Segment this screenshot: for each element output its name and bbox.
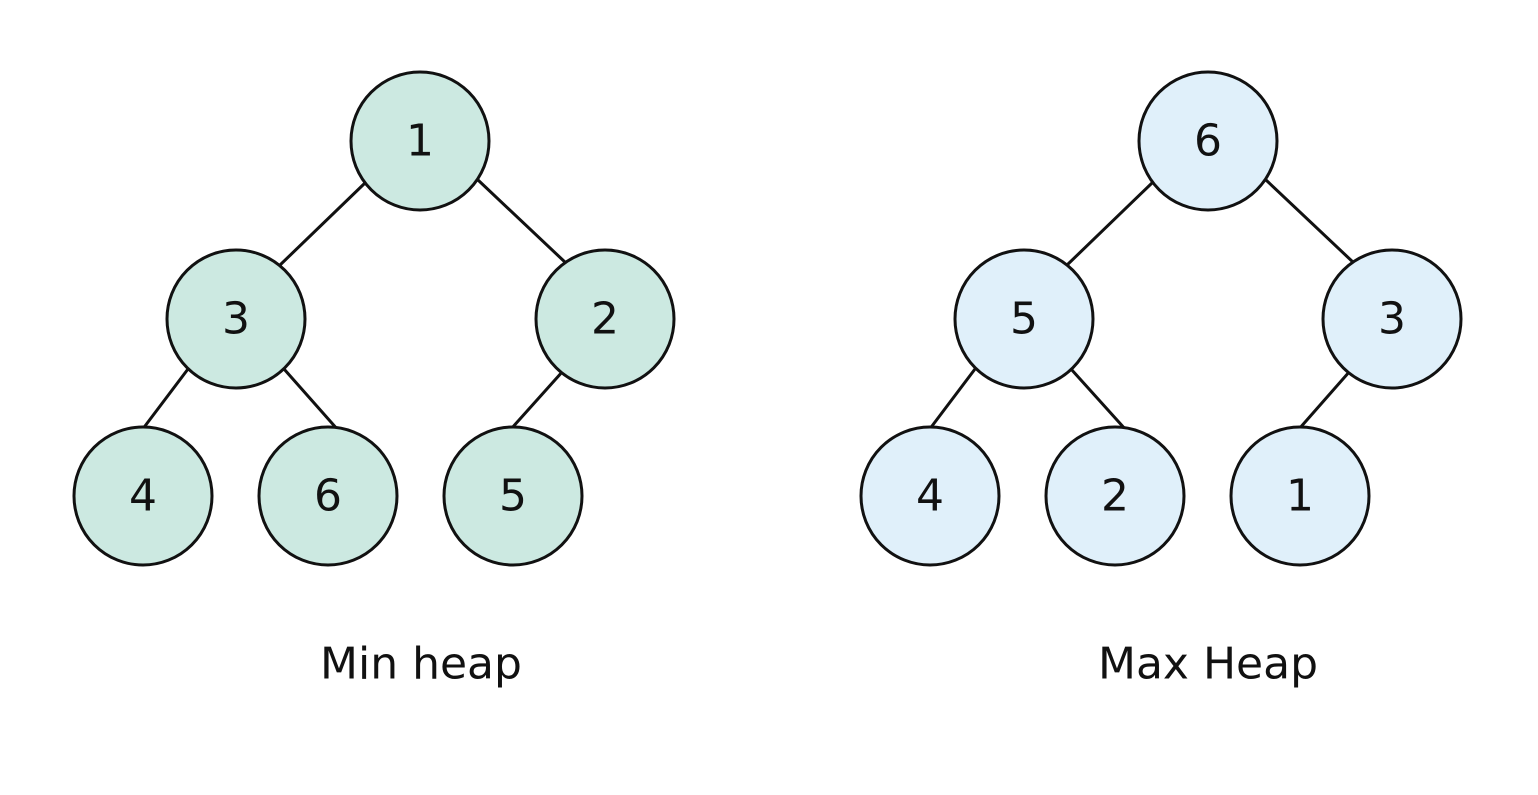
min-heap-edges	[140, 178, 569, 432]
max-heap-node: 2	[1044, 425, 1186, 567]
min-heap-node-circle	[534, 248, 676, 390]
max-heap-node-circle	[1321, 248, 1463, 390]
max-heap-caption: Max Heap	[1098, 639, 1318, 690]
min-heap-node-label: 2	[591, 294, 619, 345]
max-heap-edge-2-5	[1297, 369, 1352, 431]
max-heap-node-label: 3	[1378, 294, 1406, 345]
max-heap-node: 3	[1321, 248, 1463, 390]
min-heap-caption: Min heap	[320, 639, 522, 690]
min-heap-node: 6	[257, 425, 399, 567]
min-heap-node-label: 3	[222, 294, 250, 345]
min-heap-tree: 1 3 2 4 6 5 Min heap	[72, 70, 676, 690]
min-heap-node-circle	[72, 425, 214, 567]
min-heap-edge-0-2	[476, 178, 569, 266]
max-heap-node-circle	[859, 425, 1001, 567]
max-heap-node: 6	[1137, 70, 1279, 212]
max-heap-node-circle	[1229, 425, 1371, 567]
max-heap-tree: 6 5 3 4 2 1 Max Heap	[859, 70, 1463, 690]
min-heap-edge-1-4	[282, 367, 340, 432]
max-heap-node-label: 6	[1194, 116, 1222, 167]
max-heap-edge-1-3	[927, 367, 977, 432]
max-heap-node: 5	[953, 248, 1095, 390]
min-heap-node-circle	[349, 70, 491, 212]
max-heap-node-circle	[953, 248, 1095, 390]
min-heap-node-label: 6	[314, 471, 342, 522]
min-heap-node: 5	[442, 425, 584, 567]
max-heap-node-circle	[1137, 70, 1279, 212]
min-heap-node: 2	[534, 248, 676, 390]
max-heap-edges	[927, 178, 1357, 432]
min-heap-node-label: 4	[129, 471, 157, 522]
min-heap-node: 3	[165, 248, 307, 390]
min-heap-edge-0-1	[277, 181, 367, 268]
min-heap-node-label: 5	[499, 471, 527, 522]
min-heap-node-circle	[442, 425, 584, 567]
min-heap-node-circle	[165, 248, 307, 390]
max-heap-node: 4	[859, 425, 1001, 567]
min-heap-node: 4	[72, 425, 214, 567]
min-heap-edge-2-5	[509, 369, 565, 431]
min-heap-node: 1	[349, 70, 491, 212]
max-heap-node-label: 4	[916, 471, 944, 522]
max-heap-edge-1-4	[1069, 367, 1128, 432]
max-heap-node-label: 2	[1101, 471, 1129, 522]
min-heap-node-circle	[257, 425, 399, 567]
max-heap-node-label: 1	[1286, 471, 1314, 522]
min-heap-node-label: 1	[406, 116, 434, 167]
min-heap-edge-1-3	[140, 367, 190, 432]
max-heap-edge-0-1	[1064, 181, 1154, 268]
max-heap-node-label: 5	[1010, 294, 1038, 345]
max-heap-node-circle	[1044, 425, 1186, 567]
max-heap-edge-0-2	[1264, 178, 1357, 266]
max-heap-node: 1	[1229, 425, 1371, 567]
